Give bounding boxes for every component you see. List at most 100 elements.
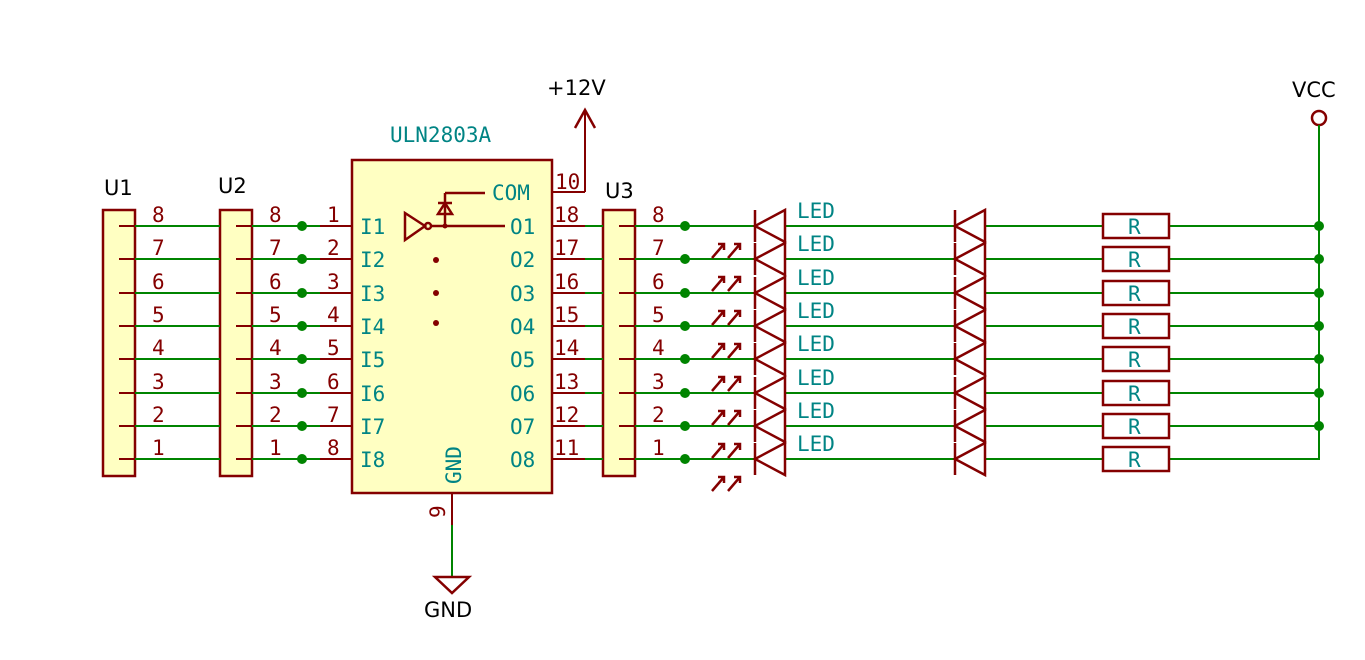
u1-pins-pin-number: 2 <box>152 403 165 427</box>
u3-pins-pin-number: 2 <box>652 403 665 427</box>
ic-output-pin-number: 12 <box>554 403 579 427</box>
light-arrow-icon <box>727 475 742 492</box>
u3-pins-pin-number: 1 <box>652 436 665 460</box>
power-12v: +12V <box>547 76 606 192</box>
u2-pins-pin-number: 7 <box>269 236 282 260</box>
u1-pins-pin-number: 5 <box>152 303 165 327</box>
light-arrow-icon <box>711 309 726 326</box>
ic-output-pin-number: 13 <box>554 370 579 394</box>
ic-output-pin-number: 17 <box>554 236 579 260</box>
light-arrow-icon <box>711 475 726 492</box>
light-arrow-icon <box>727 275 742 292</box>
u2-pins-pin-number: 8 <box>269 203 282 227</box>
junction-dot <box>680 288 690 298</box>
led-icon <box>752 340 787 378</box>
led2-icon <box>952 407 987 445</box>
u3-pins-pin-number: 8 <box>652 203 665 227</box>
ic-output-label: O6 <box>510 382 535 406</box>
u1-reference: U1 <box>104 176 133 200</box>
ic-input-label: I6 <box>360 382 385 406</box>
ic-output-pin-number: 15 <box>554 303 579 327</box>
junction-dot <box>297 321 307 331</box>
led-icon <box>752 274 787 312</box>
junction-dot <box>297 288 307 298</box>
u1-pins-pin-number: 3 <box>152 370 165 394</box>
led-label: LED <box>797 299 835 323</box>
junctions <box>297 221 1324 464</box>
ic-output-label: O2 <box>510 248 535 272</box>
u3-pins-pin-number: 6 <box>652 270 665 294</box>
led-label: LED <box>797 232 835 256</box>
junction-dot <box>297 388 307 398</box>
led-icon <box>752 440 787 478</box>
ic-output-label: O5 <box>510 348 535 372</box>
ic-input-label: I4 <box>360 315 385 339</box>
ic-input-pin-number: 1 <box>327 203 340 227</box>
vcc-label: VCC <box>1292 78 1336 102</box>
light-arrow-icon <box>727 309 742 326</box>
resistor-label: R <box>1128 415 1141 439</box>
junction-dot <box>680 354 690 364</box>
ic-input-label: I3 <box>360 282 385 306</box>
ic-input-pin-number: 6 <box>327 370 340 394</box>
u2-reference: U2 <box>218 174 247 198</box>
junction-dot <box>297 221 307 231</box>
junction-dot <box>680 321 690 331</box>
resistor-label: R <box>1128 448 1141 472</box>
light-arrow-icon <box>727 409 742 426</box>
u3-pins-pin-number: 7 <box>652 236 665 260</box>
light-arrow-icon <box>711 375 726 392</box>
u3-pins-pin-number: 3 <box>652 370 665 394</box>
resistor-body <box>1101 445 1171 473</box>
ic-input-pin-number: 3 <box>327 270 340 294</box>
ground-icon <box>431 575 473 595</box>
ellipsis-dot-1 <box>433 257 439 263</box>
ic-output-label: O3 <box>510 282 535 306</box>
junction-dot <box>680 421 690 431</box>
resistor-body <box>1101 345 1171 373</box>
led2-icon <box>952 274 987 312</box>
ic-output-pin-number: 16 <box>554 270 579 294</box>
led-label: LED <box>797 432 835 456</box>
u2-pins-pin-number: 4 <box>269 336 282 360</box>
com-label: COM <box>492 181 530 205</box>
ic-output-label: O7 <box>510 415 535 439</box>
resistor-label: R <box>1128 348 1141 372</box>
led2-icon <box>952 440 987 478</box>
u2-pins-pin-number: 5 <box>269 303 282 327</box>
light-arrow-icon <box>727 442 742 459</box>
junction-dot <box>680 221 690 231</box>
u2-pins-pin-number: 2 <box>269 403 282 427</box>
u3-pins-pin-number: 4 <box>652 336 665 360</box>
resistor-body <box>1101 212 1171 240</box>
com-pin-number: 10 <box>555 170 580 194</box>
light-arrow-icon <box>711 275 726 292</box>
resistor-label: R <box>1128 282 1141 306</box>
light-arrow-icon <box>727 375 742 392</box>
resistor-body <box>1101 245 1171 273</box>
resistor-body <box>1101 379 1171 407</box>
led-icon <box>752 240 787 278</box>
led2-icon <box>952 307 987 345</box>
junction-dot <box>680 254 690 264</box>
led-label: LED <box>797 266 835 290</box>
resistor-label: R <box>1128 382 1141 406</box>
ellipsis-dot-3 <box>433 320 439 326</box>
power-vcc: VCC <box>1292 78 1336 460</box>
led-column-2 <box>952 207 987 478</box>
ic-value-label: ULN2803A <box>390 123 492 147</box>
u1-pins-pin-number: 4 <box>152 336 165 360</box>
ic-input-label: I2 <box>360 248 385 272</box>
ic-output-pin-number: 14 <box>554 336 579 360</box>
gnd-label: GND <box>424 598 472 622</box>
led-icon <box>752 407 787 445</box>
led2-icon <box>952 340 987 378</box>
light-arrow-icon <box>711 342 726 359</box>
resistor-body <box>1101 279 1171 307</box>
